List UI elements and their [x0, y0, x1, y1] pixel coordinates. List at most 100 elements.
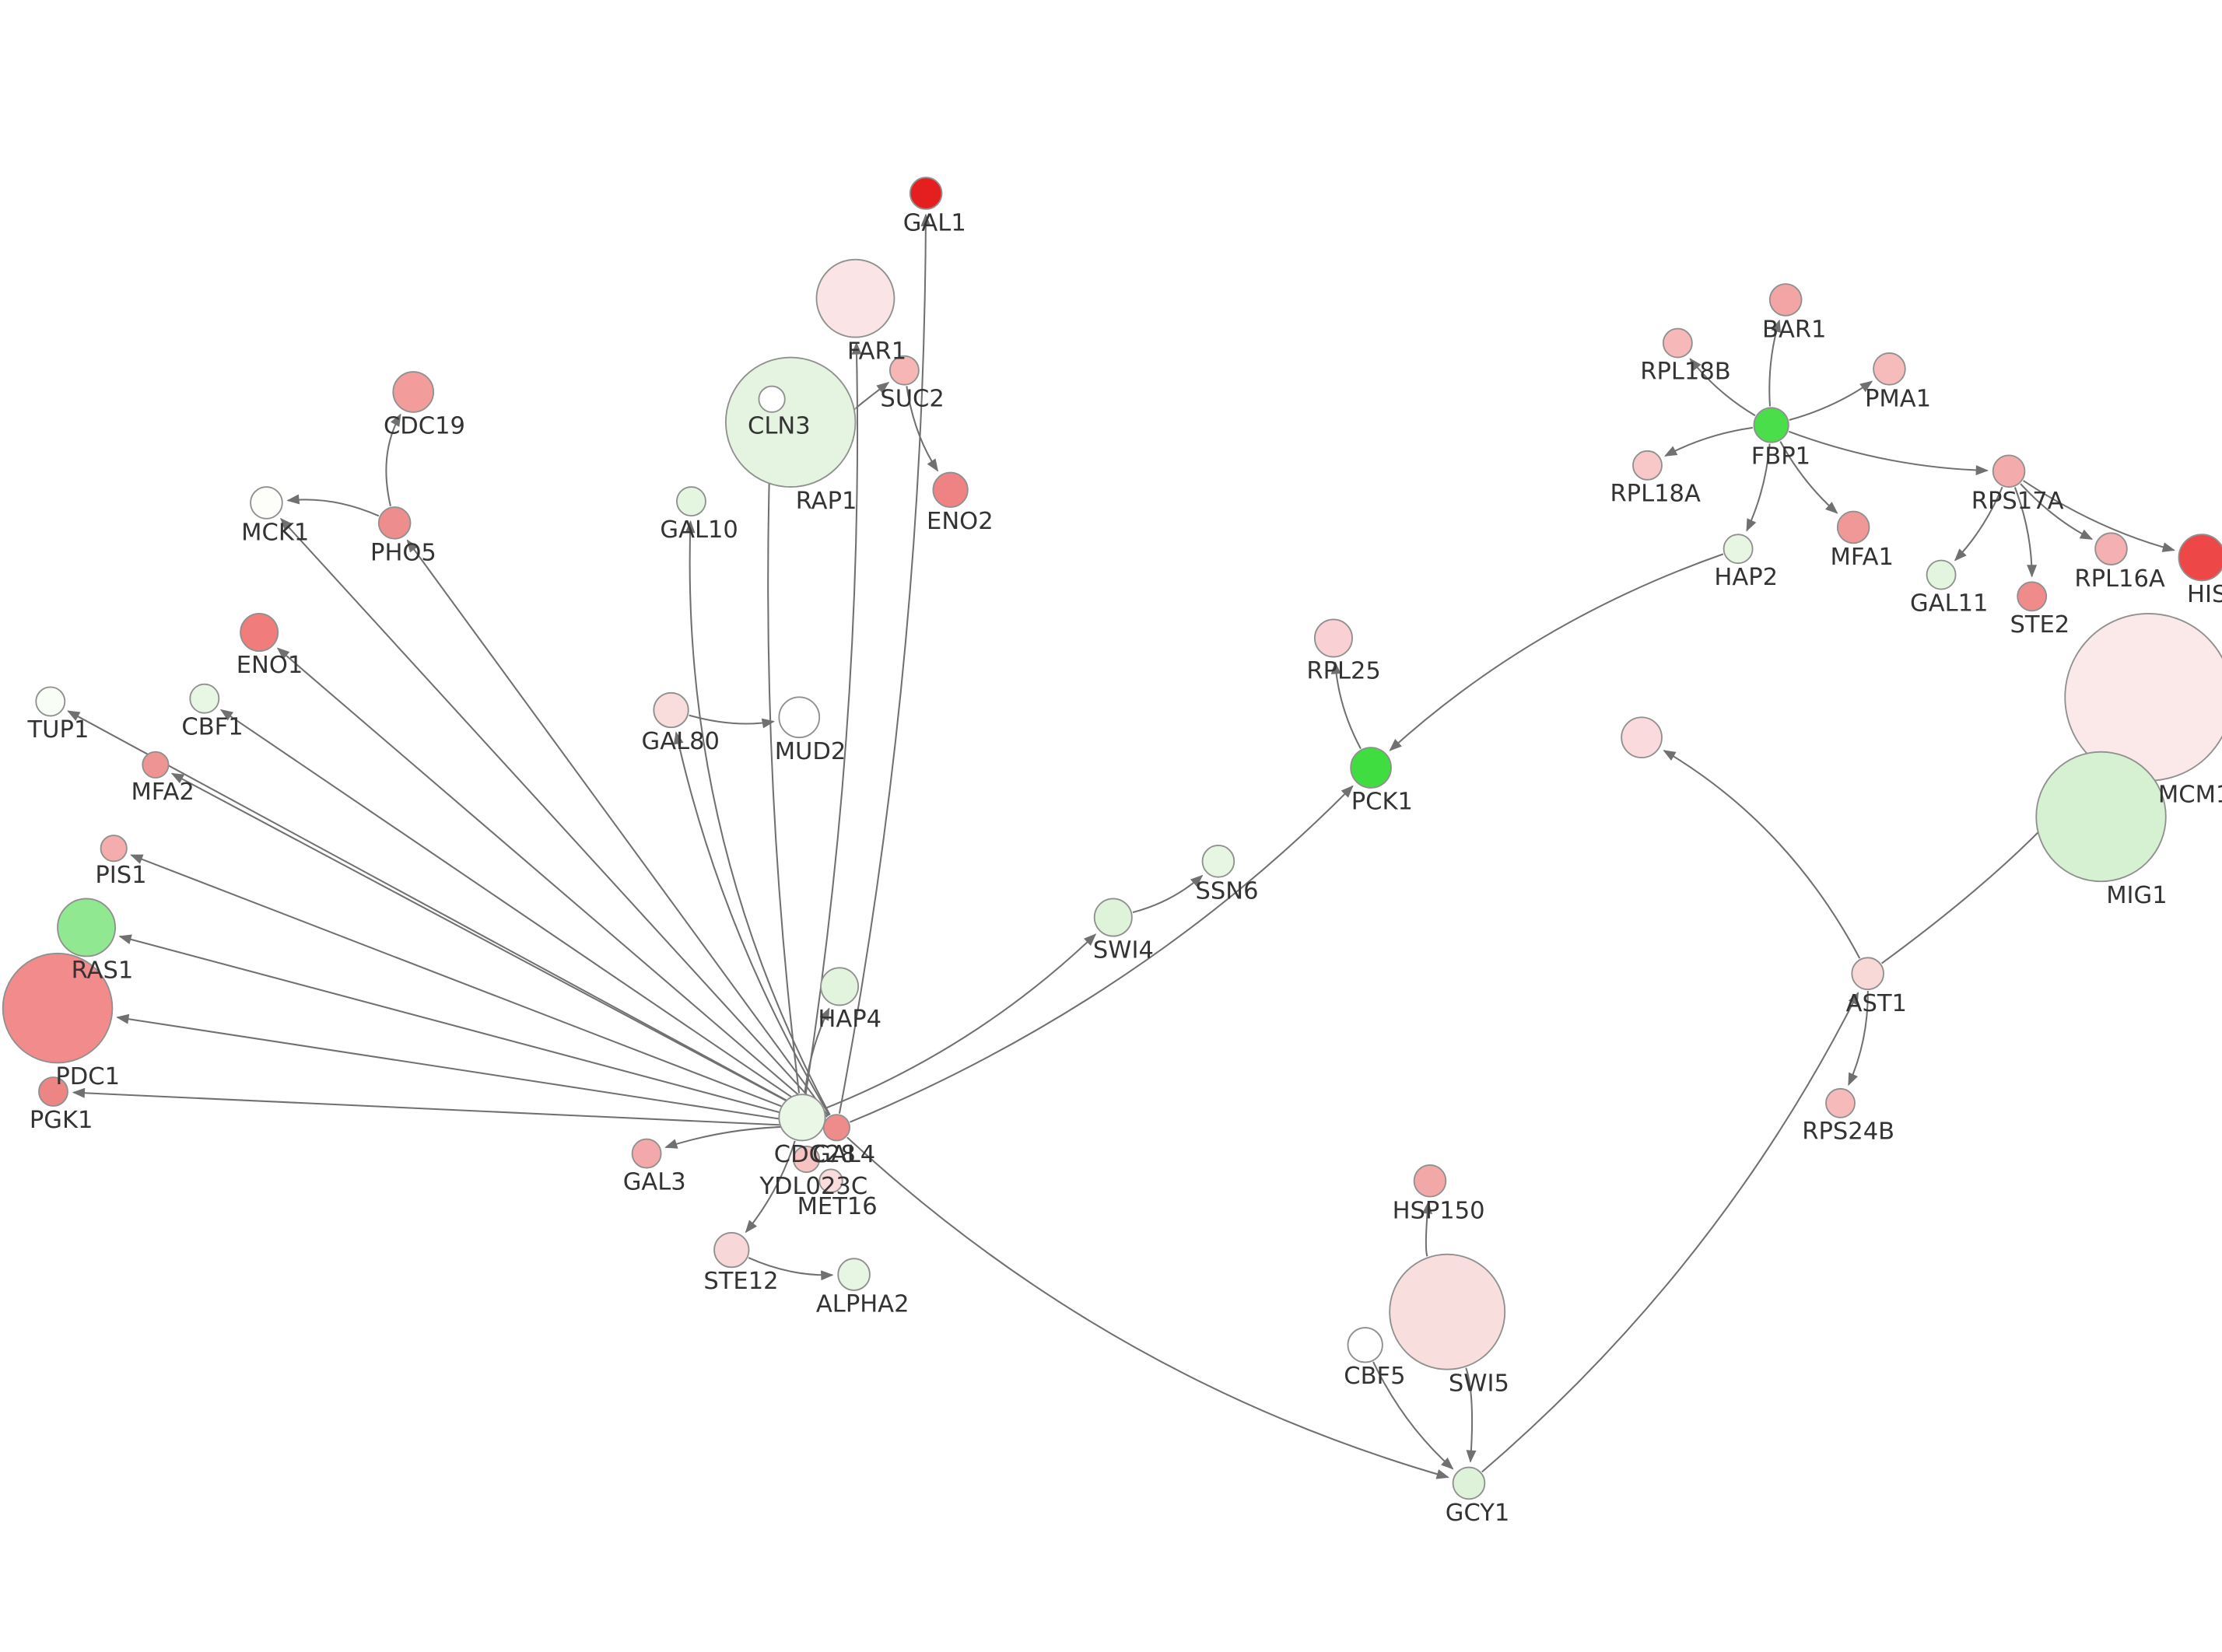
edge-fbp1-rps17a[interactable]	[1788, 430, 1989, 476]
node-gal10[interactable]	[676, 486, 706, 517]
edge-gal4-eno1[interactable]	[276, 647, 826, 1119]
node-ssn6[interactable]	[1201, 845, 1235, 878]
node-label-rpl18a: RPL18A	[1610, 481, 1700, 508]
node-his4[interactable]	[2178, 534, 2222, 582]
edge-fbp1-hap2[interactable]	[1746, 443, 1771, 532]
node-mfa2[interactable]	[142, 751, 170, 779]
edge-gal4-gcy1[interactable]	[846, 1136, 1449, 1479]
node-bar1[interactable]	[1768, 283, 1803, 317]
node-mfa1[interactable]	[1836, 510, 1870, 544]
edge-ast1-unlabeled_1[interactable]	[1663, 750, 1861, 959]
edge-gal4-gal10[interactable]	[685, 520, 831, 1115]
edge-gal4-gal80[interactable]	[673, 731, 830, 1116]
node-far1[interactable]	[815, 258, 895, 338]
node-pgk1[interactable]	[38, 1076, 68, 1107]
node-ras1[interactable]	[57, 898, 117, 957]
node-ydl023c[interactable]	[792, 1145, 821, 1174]
node-suc2[interactable]	[888, 355, 920, 386]
node-rpl25[interactable]	[1313, 618, 1353, 658]
node-fbp1[interactable]	[1753, 407, 1789, 443]
node-unlabeled_1[interactable]	[1621, 716, 1663, 759]
node-mud2[interactable]	[778, 696, 821, 739]
edge-cdc28-hap4[interactable]	[804, 1007, 830, 1094]
edge-rps17a-his4[interactable]	[2023, 480, 2175, 552]
edge-gal4-ras1[interactable]	[118, 934, 823, 1125]
node-pdc1[interactable]	[2, 952, 114, 1064]
edge-rps17a-gal11[interactable]	[1954, 486, 2003, 562]
node-mig1[interactable]	[2035, 751, 2167, 883]
edge-rap1-suc2[interactable]	[854, 381, 890, 410]
edge-gal4-pis1[interactable]	[130, 854, 824, 1124]
edge-fbp1-mfa1[interactable]	[1779, 441, 1838, 514]
node-mck1[interactable]	[250, 486, 283, 520]
node-gal80[interactable]	[653, 691, 689, 729]
edge-fbp1-pma1[interactable]	[1789, 380, 1873, 422]
edge-pho5-cdc19[interactable]	[385, 413, 401, 506]
edge-pck1-rpl25[interactable]	[1330, 661, 1362, 750]
node-pma1[interactable]	[1873, 352, 1906, 386]
node-cdc28[interactable]	[778, 1094, 826, 1142]
node-hap2[interactable]	[1723, 534, 1754, 565]
edge-gal4-tup1[interactable]	[67, 710, 825, 1122]
edge-pho5-mck1[interactable]	[286, 494, 380, 517]
edge-hap2-pck1[interactable]	[1389, 553, 1724, 751]
node-hap4[interactable]	[820, 967, 860, 1006]
node-gal1[interactable]	[909, 177, 943, 210]
edge-rps17a-ste2[interactable]	[2013, 487, 2038, 578]
edge-gal4-pho5[interactable]	[406, 539, 829, 1117]
edge-gal4-mck1[interactable]	[280, 517, 828, 1118]
edge-gal80-mud2[interactable]	[689, 714, 775, 729]
edge-gal4-gal1[interactable]	[838, 213, 931, 1114]
node-label-mig1: MIG1	[2106, 882, 2167, 909]
node-ste2[interactable]	[2017, 581, 2048, 612]
node-rpl16a[interactable]	[2094, 532, 2128, 565]
node-cdc19[interactable]	[392, 371, 435, 413]
node-gal4[interactable]	[822, 1114, 850, 1142]
edge-swi4-ssn6[interactable]	[1132, 874, 1204, 914]
node-rps24b[interactable]	[1825, 1087, 1856, 1118]
edge-gal4-pdc1[interactable]	[116, 1013, 823, 1127]
edge-cdc28-ste12[interactable]	[745, 1140, 796, 1234]
node-ast1[interactable]	[1851, 957, 1884, 991]
node-pis1[interactable]	[100, 835, 128, 863]
edge-gcy1-ast1[interactable]	[1481, 992, 1859, 1473]
node-rps17a[interactable]	[1992, 454, 2026, 488]
edge-gal4-cbf1[interactable]	[219, 709, 825, 1121]
node-gal11[interactable]	[1926, 559, 1957, 590]
edge-swi5-gcy1[interactable]	[1465, 1367, 1477, 1463]
edge-fbp1-rpl18a[interactable]	[1663, 426, 1753, 457]
node-rap1[interactable]	[724, 356, 857, 488]
node-swi4[interactable]	[1093, 898, 1133, 937]
edge-cdc28-swi4[interactable]	[824, 933, 1097, 1110]
edge-fbp1-rpl18b[interactable]	[1689, 358, 1756, 417]
edge-fbp1-bar1[interactable]	[1768, 319, 1782, 407]
edge-cdc28-cln3[interactable]	[766, 416, 801, 1094]
node-gal3[interactable]	[631, 1138, 662, 1169]
edge-ste12-alpha2[interactable]	[748, 1257, 834, 1281]
node-alpha2[interactable]	[837, 1258, 871, 1291]
node-eno2[interactable]	[932, 471, 969, 508]
edge-gal4-pgk1[interactable]	[72, 1087, 822, 1128]
node-cbf1[interactable]	[189, 683, 220, 714]
node-swi5[interactable]	[1389, 1253, 1506, 1370]
edge-ast1-rps24b[interactable]	[1848, 990, 1869, 1087]
node-ste12[interactable]	[713, 1231, 750, 1269]
edge-swi5-hsp150[interactable]	[1422, 1201, 1432, 1257]
edge-cbf5-gcy1[interactable]	[1372, 1361, 1454, 1470]
node-rpl18a[interactable]	[1632, 450, 1663, 481]
node-rpl18b[interactable]	[1662, 327, 1693, 359]
node-met16[interactable]	[818, 1168, 843, 1193]
node-eno1[interactable]	[240, 613, 279, 653]
node-tup1[interactable]	[35, 686, 66, 717]
node-hsp150[interactable]	[1413, 1164, 1447, 1198]
edge-rps17a-rpl16a[interactable]	[2020, 483, 2094, 541]
edge-suc2-eno2[interactable]	[906, 386, 939, 472]
node-gcy1[interactable]	[1452, 1466, 1486, 1500]
edge-gal4-pck1[interactable]	[850, 785, 1354, 1123]
edge-gal4-mfa2[interactable]	[170, 772, 825, 1122]
node-pho5[interactable]	[377, 506, 412, 540]
node-pck1[interactable]	[1350, 747, 1392, 789]
node-cbf5[interactable]	[1347, 1327, 1383, 1363]
node-cln3[interactable]	[758, 385, 786, 413]
